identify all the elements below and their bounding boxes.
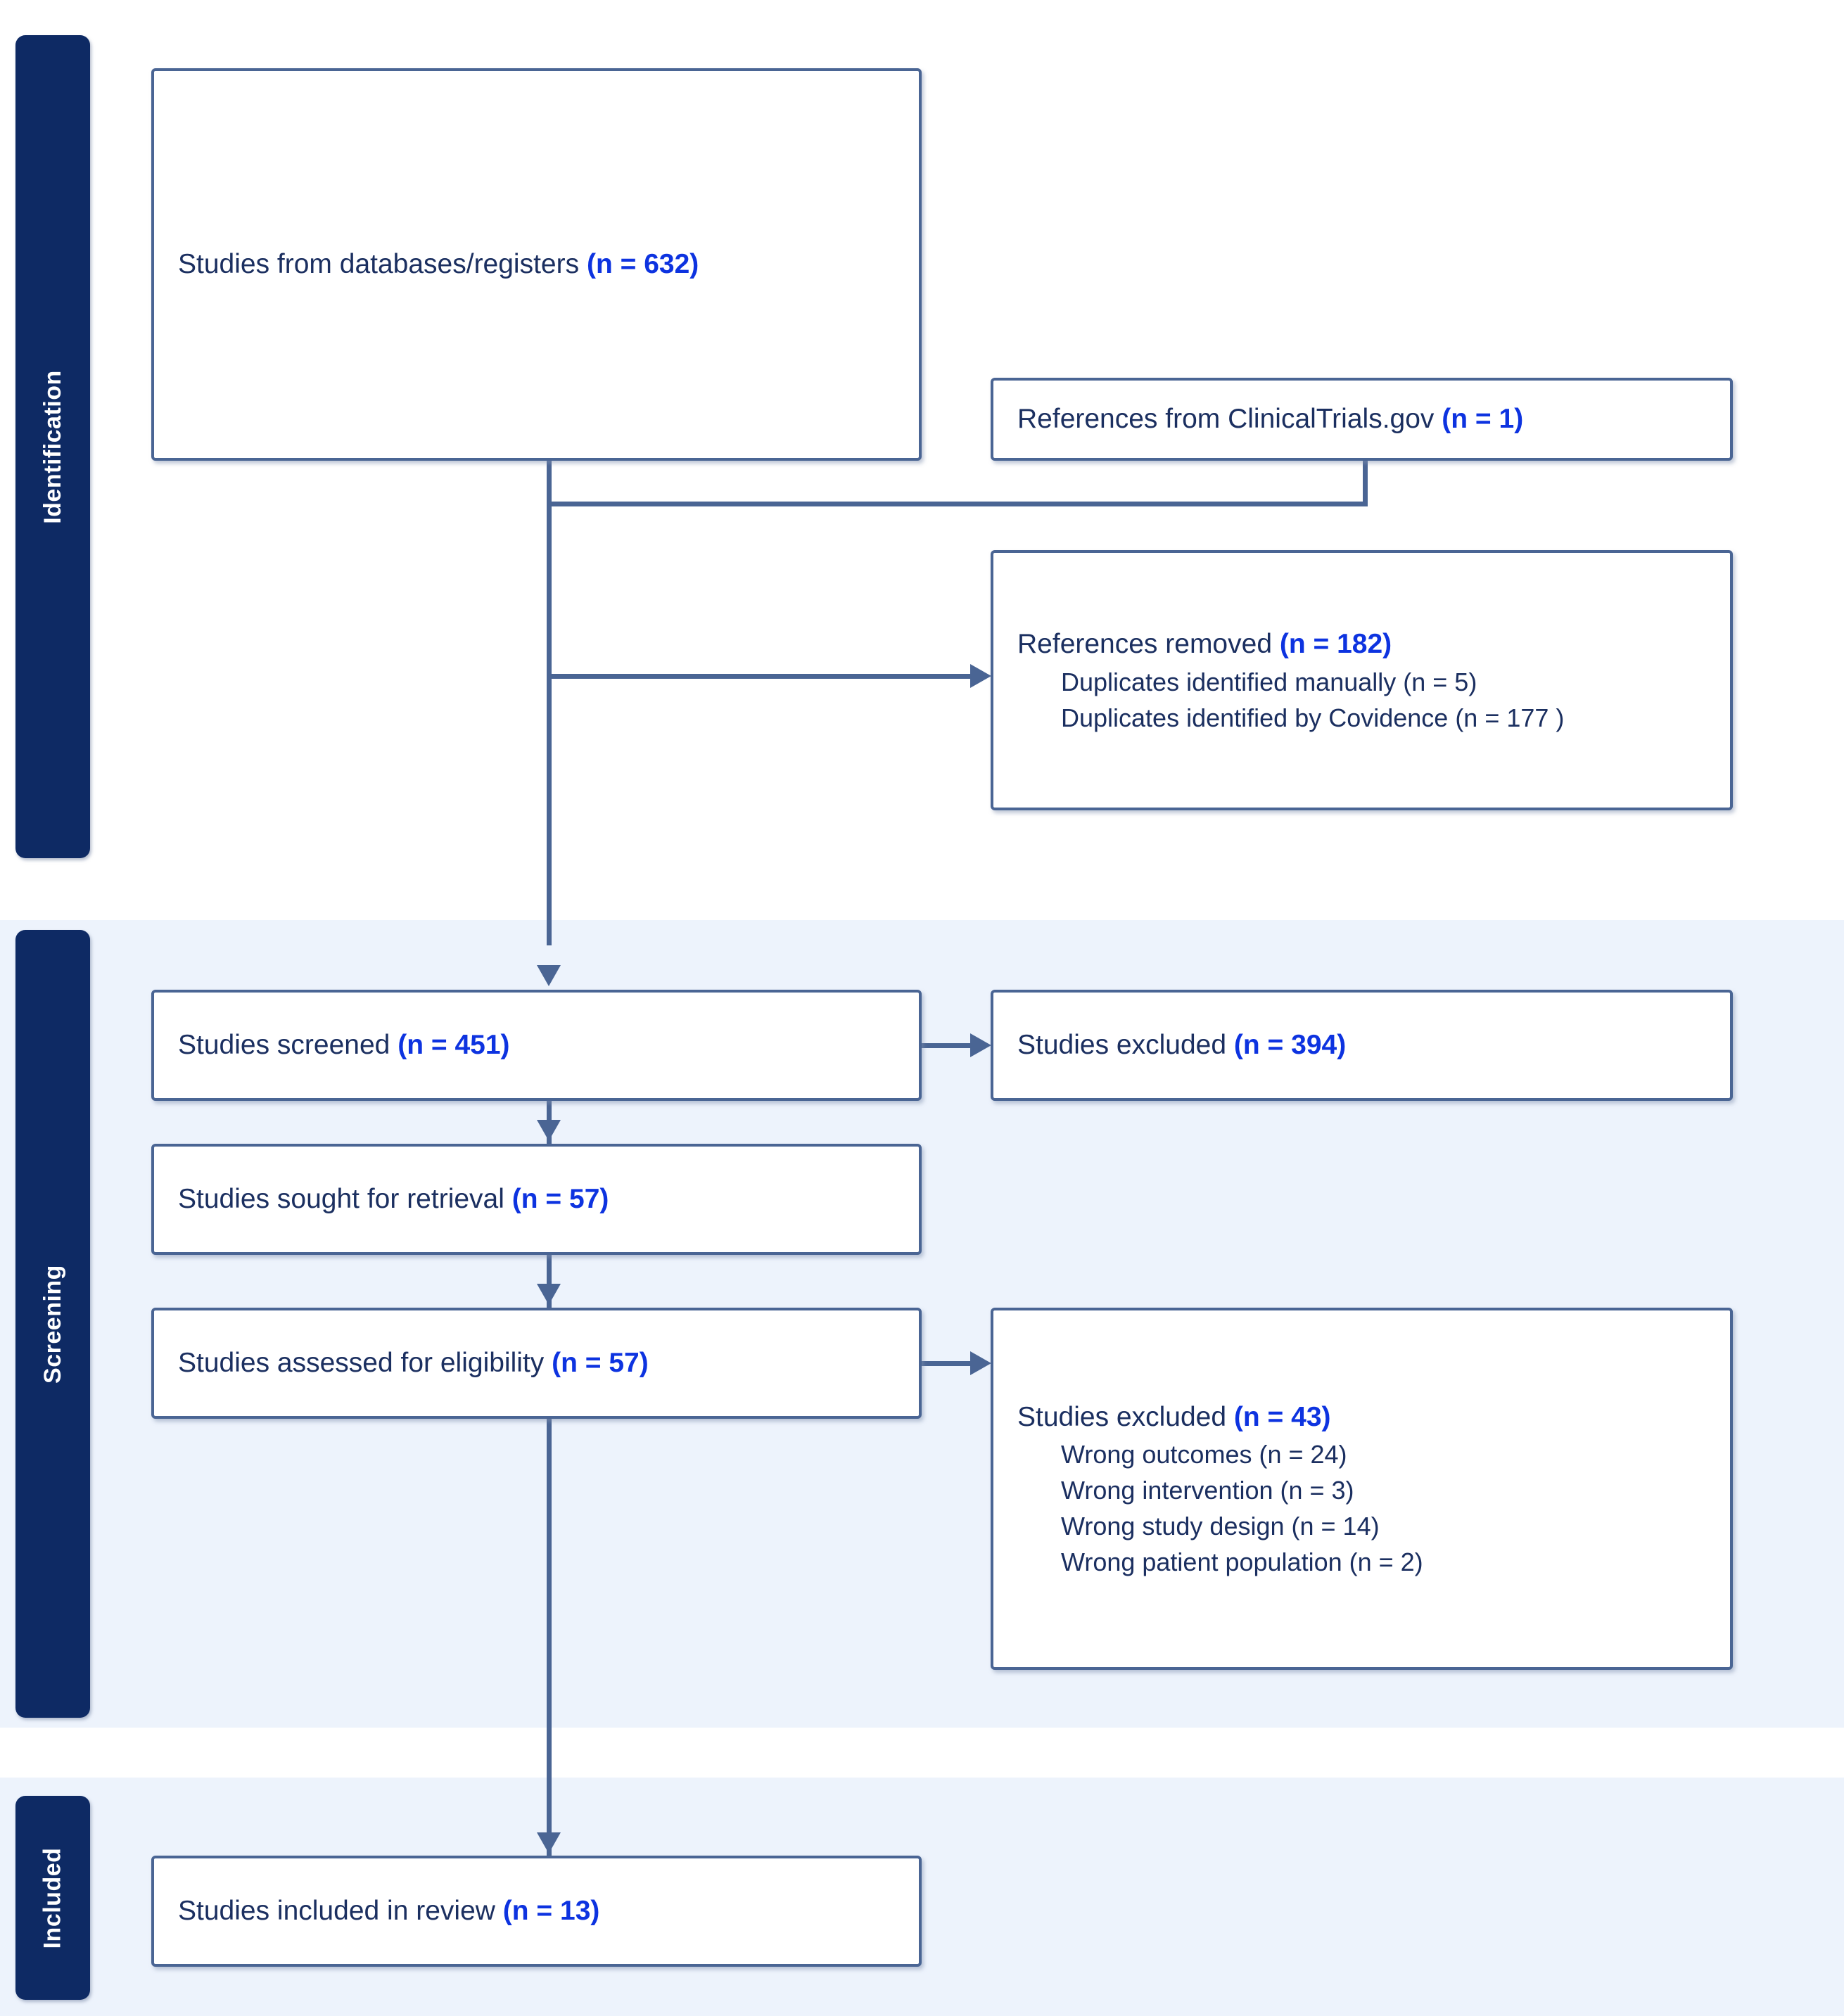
connector-assessed-to-excluded — [922, 1361, 976, 1366]
connector-registers-to-trunk — [547, 502, 1368, 506]
box-studies-sought-for-retrieval-label: Studies sought for retrieval — [178, 1184, 504, 1215]
arrowhead-to-removed — [970, 664, 991, 688]
box-references-removed-text: References removed (n = 182) — [1017, 625, 1706, 663]
box-studies-sought-for-retrieval-count: (n = 57) — [511, 1184, 609, 1215]
box-studies-assessed-for-eligibility: Studies assessed for eligibility (n = 57… — [151, 1308, 922, 1419]
box-studies-excluded-screened-label: Studies excluded — [1017, 1030, 1227, 1061]
connector-sources-down — [547, 461, 552, 504]
box-studies-excluded-assessed-text: Studies excluded (n = 43) — [1017, 1398, 1706, 1436]
stage-tab-screening-label: Screening — [39, 1264, 66, 1384]
connector-assessed-to-included — [547, 1419, 552, 1857]
box-studies-excluded-assessed-sub-3: Wrong patient population (n = 2) — [1061, 1548, 1423, 1577]
box-studies-excluded-screened-count: (n = 394) — [1233, 1030, 1347, 1061]
box-studies-from-databases-label: Studies from databases/registers — [178, 249, 580, 280]
box-studies-screened: Studies screened (n = 451) — [151, 990, 922, 1101]
stage-tab-screening: Screening — [15, 930, 90, 1718]
box-references-from-registers-label: References from ClinicalTrials.gov — [1017, 404, 1435, 435]
box-studies-excluded-assessed-count: (n = 43) — [1233, 1401, 1331, 1432]
arrowhead-to-included — [537, 1832, 561, 1854]
box-references-removed-sub-1: Duplicates identified by Covidence (n = … — [1061, 703, 1565, 732]
connector-sought-to-assessed — [547, 1255, 552, 1309]
box-studies-assessed-for-eligibility-text: Studies assessed for eligibility (n = 57… — [178, 1344, 895, 1382]
box-studies-from-databases-count: (n = 632) — [586, 249, 699, 280]
box-studies-excluded-screened-text: Studies excluded (n = 394) — [1017, 1026, 1706, 1064]
box-studies-from-databases: Studies from databases/registers (n = 63… — [151, 68, 922, 461]
stage-tab-identification-label: Identification — [39, 369, 66, 524]
stage-tab-identification: Identification — [15, 35, 90, 858]
arrowhead-to-sought — [537, 1120, 561, 1141]
connector-registers-drop — [1363, 461, 1368, 506]
stage-tab-included: Included — [15, 1796, 90, 2000]
box-studies-included-in-review-text: Studies included in review (n = 13) — [178, 1891, 895, 1930]
box-studies-sought-for-retrieval: Studies sought for retrieval (n = 57) — [151, 1144, 922, 1255]
arrowhead-to-screened — [537, 965, 561, 986]
box-studies-included-in-review-count: (n = 13) — [502, 1896, 600, 1927]
box-studies-excluded-assessed: Studies excluded (n = 43) Wrong outcomes… — [991, 1308, 1733, 1670]
box-studies-screened-text: Studies screened (n = 451) — [178, 1026, 895, 1064]
box-studies-excluded-assessed-sub-1: Wrong intervention (n = 3) — [1061, 1476, 1354, 1505]
box-references-from-registers-text: References from ClinicalTrials.gov (n = … — [1017, 400, 1706, 438]
box-studies-included-in-review: Studies included in review (n = 13) — [151, 1856, 922, 1967]
box-studies-screened-label: Studies screened — [178, 1030, 390, 1061]
box-references-removed-sub-0: Duplicates identified manually (n = 5) — [1061, 667, 1477, 696]
box-references-removed-label: References removed — [1017, 629, 1273, 660]
arrowhead-to-excluded-assessed — [970, 1351, 991, 1375]
box-references-from-registers: References from ClinicalTrials.gov (n = … — [991, 378, 1733, 461]
box-references-removed: References removed (n = 182) Duplicates … — [991, 550, 1733, 810]
box-studies-assessed-for-eligibility-label: Studies assessed for eligibility — [178, 1348, 545, 1379]
arrowhead-to-excluded-screened — [970, 1033, 991, 1057]
box-references-from-registers-count: (n = 1) — [1442, 404, 1524, 435]
box-references-removed-count: (n = 182) — [1279, 629, 1392, 660]
connector-trunk-identification — [547, 504, 552, 945]
box-studies-from-databases-text: Studies from databases/registers (n = 63… — [178, 245, 895, 283]
connector-screened-to-excluded — [922, 1043, 976, 1048]
box-studies-screened-count: (n = 451) — [398, 1030, 510, 1061]
connector-trunk-to-removed — [547, 674, 976, 679]
arrowhead-to-assessed — [537, 1284, 561, 1305]
box-studies-excluded-assessed-sub-0: Wrong outcomes (n = 24) — [1061, 1439, 1347, 1469]
box-studies-sought-for-retrieval-text: Studies sought for retrieval (n = 57) — [178, 1180, 895, 1218]
box-studies-excluded-screened: Studies excluded (n = 394) — [991, 990, 1733, 1101]
box-studies-included-in-review-label: Studies included in review — [178, 1896, 495, 1927]
box-studies-assessed-for-eligibility-count: (n = 57) — [552, 1348, 649, 1379]
stage-tab-included-label: Included — [39, 1847, 66, 1948]
box-studies-excluded-assessed-label: Studies excluded — [1017, 1401, 1227, 1432]
box-studies-excluded-assessed-sub-2: Wrong study design (n = 14) — [1061, 1512, 1380, 1541]
